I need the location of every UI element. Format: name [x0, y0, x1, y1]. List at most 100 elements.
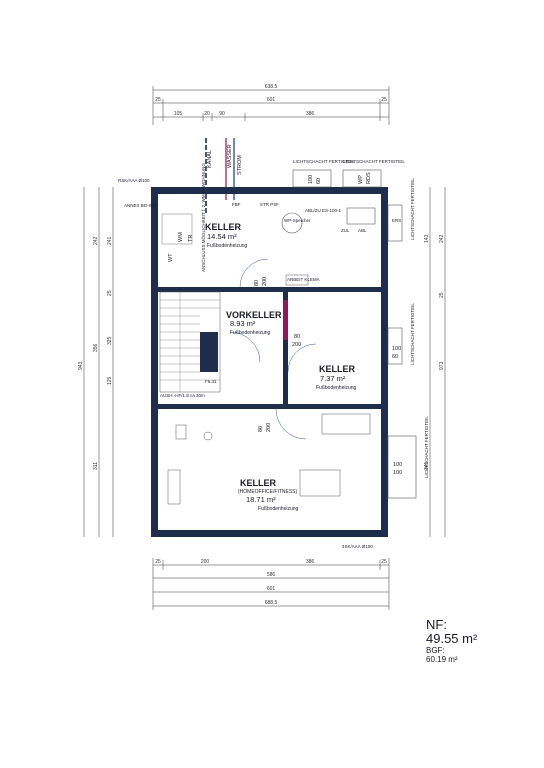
- room-2-note: Fußbodenheizung: [230, 330, 271, 336]
- staircase: [159, 291, 221, 393]
- right-dimension-lines: [429, 187, 446, 537]
- label-wm: WM: [178, 232, 184, 242]
- label-lichtschacht-2: LICHTSCHACHT FERTIGTEIL: [343, 159, 405, 164]
- label-ers: ERS: [392, 218, 401, 223]
- label-abl2: ABL: [358, 228, 367, 233]
- dim-bottom-seg4: 25: [381, 559, 387, 565]
- label-lichtschacht-1: LICHTSCHACHT FERTIGTEIL: [293, 159, 355, 164]
- dim-bottom-seg1: 25: [155, 559, 161, 565]
- lichtschacht-top-left: [292, 169, 332, 188]
- lichtschacht-right-2: [387, 327, 403, 365]
- dim-top-seg2: 20: [204, 111, 210, 117]
- label-rds: RDS: [366, 172, 372, 184]
- bottom-dimension-lines: [152, 558, 390, 610]
- outer-walls: [151, 187, 388, 537]
- room-3-name: KELLER: [319, 364, 356, 374]
- room-3-note: Fußbodenheizung: [316, 385, 357, 391]
- label-annex: ANNEX BG-WS: [124, 203, 156, 208]
- room-4-note: Fußbodenheizung: [258, 506, 299, 512]
- dim-right-b: 242: [439, 234, 445, 243]
- dim-left-d: 125: [107, 376, 113, 385]
- dim-top-middle: 601: [267, 97, 276, 103]
- door-swings: [229, 258, 317, 440]
- dim-bottom-mid: 586: [267, 572, 276, 578]
- door-2-height: 200: [292, 342, 301, 348]
- dim-left-e: 356: [93, 343, 99, 352]
- dim-bottom-601: 601: [267, 586, 276, 592]
- lichtschacht-right-1: [387, 204, 403, 242]
- label-rsk-bottom: 4SK/AAA Ø100: [342, 544, 373, 549]
- dim-right-e: 25: [439, 292, 445, 298]
- label-lichtschacht-right-2: LICHTSCHACHT FERTIGTEIL: [410, 303, 415, 365]
- lichtschacht-top-right: [342, 169, 382, 188]
- window-right3-a: 100: [393, 462, 402, 468]
- room-1-area: 14.54 m²: [207, 232, 237, 241]
- dim-left-b: 241: [107, 236, 113, 245]
- dim-left-g: 311: [93, 462, 99, 470]
- room-3-area: 7.37 m²: [320, 374, 346, 383]
- door-1-height: 200: [262, 277, 268, 286]
- heat-pump-unit: [346, 207, 376, 225]
- lichtschacht-right-3: [387, 435, 417, 499]
- dim-top-right-margin: 25: [381, 97, 387, 103]
- dim-left-a: 242: [93, 236, 99, 245]
- label-abl: ABL/ZU ES-100-1: [305, 208, 342, 213]
- window-right3-b: 100: [393, 470, 402, 476]
- window-top-a: 100: [308, 175, 314, 184]
- nf-value: 49.55 m²: [426, 631, 478, 646]
- stair-note: AUSH.-HF/1.8 ca 30m: [160, 393, 205, 398]
- dim-left-f: 325: [107, 336, 113, 345]
- dim-bottom-seg2: 200: [201, 559, 210, 565]
- dim-bottom-overall: 688.5: [265, 600, 278, 606]
- area-summary: NF: 49.55 m² BGF: 60.19 m²: [426, 617, 516, 665]
- dim-right-a: 143: [424, 234, 430, 243]
- door-2-width: 80: [294, 334, 300, 340]
- label-rsk-top: RSK/AAA Ø100: [118, 178, 150, 183]
- label-kanal: KANAL: [207, 150, 213, 168]
- window-right2-b: 60: [392, 354, 398, 360]
- label-str-psf: STR PSF: [260, 202, 279, 207]
- label-lichtschacht-right-3: LICHTSCHACHT FERTIGTEIL: [424, 416, 429, 478]
- bgf-label: BGF:: [426, 646, 445, 655]
- label-lichtschacht-right-1: LICHTSCHACHT FERTIGTEIL: [410, 178, 415, 240]
- door-3-height: 200: [266, 423, 272, 432]
- dim-right-d: 341: [424, 461, 430, 470]
- washer-area: [161, 213, 193, 245]
- room-4-area: 18.71 m²: [246, 495, 276, 504]
- room-2-name: VORKELLER: [226, 310, 282, 320]
- label-wp-speicher: WP-Speicher: [284, 218, 311, 223]
- room-4-subtitle: (HOMEOFFICE/FITNESS): [238, 489, 298, 495]
- nf-label: NF:: [426, 617, 447, 632]
- dim-top-seg1: 105: [174, 111, 183, 117]
- room-4-name: KELLER: [240, 478, 277, 488]
- dim-top-seg4: 386: [306, 111, 315, 117]
- dim-left-c: 25: [107, 290, 113, 296]
- arbeitslicht-box: [285, 274, 309, 286]
- label-fbf: FBF: [232, 202, 241, 207]
- room-2-area: 8.93 m²: [230, 319, 256, 328]
- room-1-note: Fußbodenheizung: [207, 243, 248, 249]
- room-1-name: KELLER: [205, 222, 242, 232]
- label-wasser: WASSER: [227, 144, 233, 168]
- bgf-value: 60.19 m²: [426, 655, 458, 664]
- dim-bottom-seg3: 386: [306, 559, 315, 565]
- door-1-width: 80: [254, 280, 260, 286]
- label-wt: WT: [168, 253, 174, 262]
- accent-wall: [283, 300, 288, 340]
- dim-right-c: 973: [439, 361, 445, 370]
- label-anschluss: ANSCHLUSS MÖGLICHKEIT f. 2. WM IN WOHNUN…: [200, 163, 206, 272]
- window-top-b: 60: [316, 178, 322, 184]
- dim-top-left-margin: 25: [155, 97, 161, 103]
- window-right2-a: 100: [392, 346, 401, 352]
- dim-top-overall: 638.5: [265, 84, 278, 90]
- label-arbeitslicht: ARBEIT KLEMA: [287, 277, 320, 282]
- door-3-width: 80: [258, 426, 264, 432]
- left-dimension-lines: [83, 187, 114, 537]
- top-dimension-lines: [152, 86, 390, 125]
- label-zul: ZUL: [341, 228, 350, 233]
- dim-top-seg3: 90: [219, 111, 225, 117]
- fitness-equipment: [167, 413, 371, 505]
- label-strom: STROM: [237, 155, 243, 175]
- label-tr: TR: [188, 235, 194, 242]
